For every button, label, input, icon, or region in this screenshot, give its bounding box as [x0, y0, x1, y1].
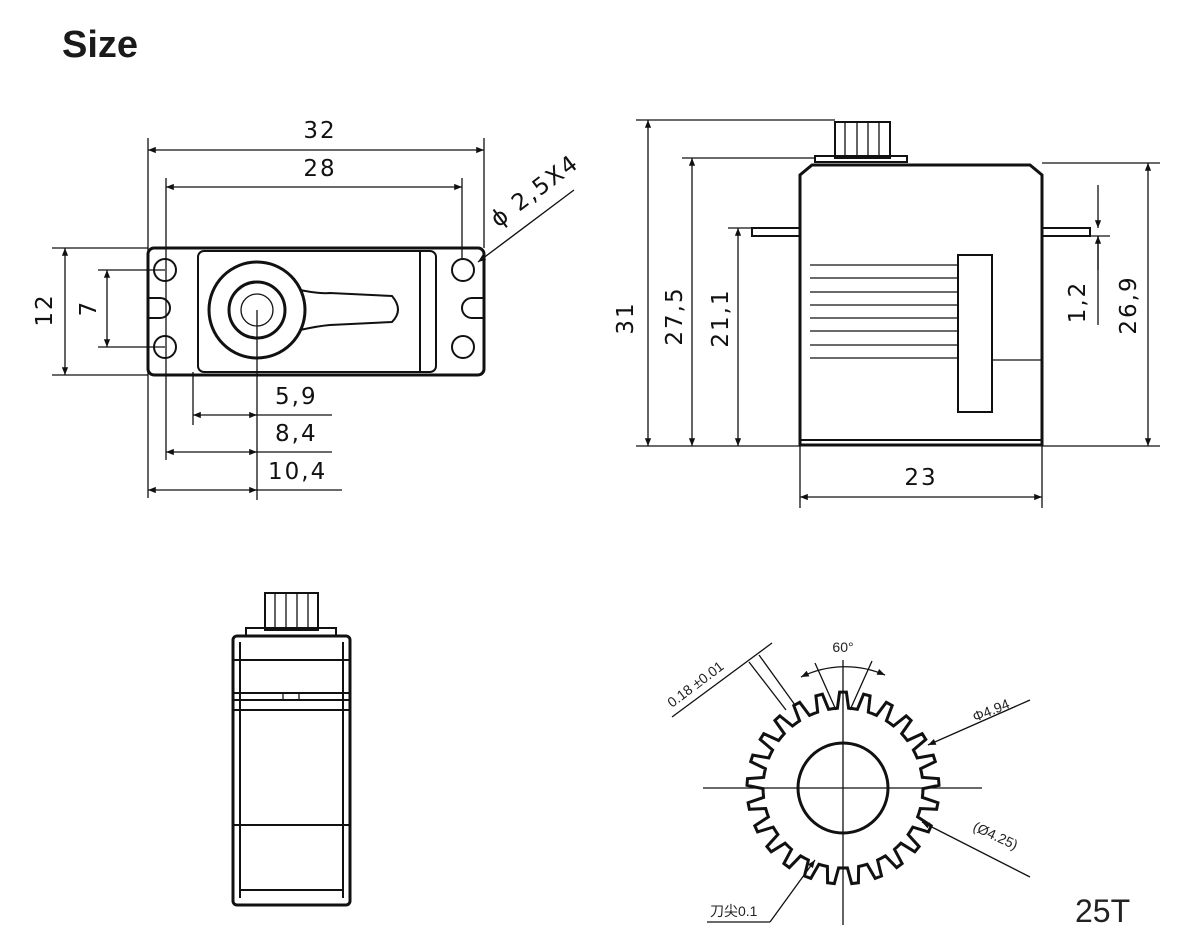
tip-radius-label: 刀尖0.1 [710, 903, 758, 919]
dim-31: 31 [613, 301, 639, 334]
outer-diameter-label: Φ4.94 [970, 695, 1012, 724]
dim-21-1: 21,1 [708, 288, 734, 347]
side-view: 31 27,5 21,1 1,2 26,9 23 [613, 119, 1160, 508]
dim-28: 28 [303, 156, 336, 182]
teeth-count-label: 25T [1075, 893, 1130, 929]
hole-diameter-label: ϕ 2,5X4 [486, 150, 584, 233]
top-view: 32 28 12 7 5,9 8,4 10,4 ϕ 2,5X4 [32, 118, 584, 500]
dim-23: 23 [904, 465, 937, 491]
dim-32: 32 [303, 118, 336, 144]
root-diameter-label: (Ø4.25) [971, 818, 1021, 853]
dim-7: 7 [76, 300, 102, 317]
ribs [810, 264, 1042, 361]
dim-10-4: 10,4 [268, 459, 327, 485]
dim-1-2: 1,2 [1065, 281, 1091, 324]
page-title: Size [62, 24, 139, 66]
dim-5-9: 5,9 [275, 384, 318, 410]
dim-27-5: 27,5 [662, 286, 688, 345]
servo-horn [207, 260, 399, 360]
dim-8-4: 8,4 [275, 421, 318, 447]
dim-26-9: 26,9 [1116, 275, 1142, 334]
dim-12: 12 [32, 293, 58, 326]
spline-gear: 60° 0.18 ±0.01 Φ4.94 (Ø4.25) 刀尖0.1 25T [664, 639, 1130, 929]
front-view [231, 592, 352, 907]
angle-label: 60° [832, 639, 853, 655]
